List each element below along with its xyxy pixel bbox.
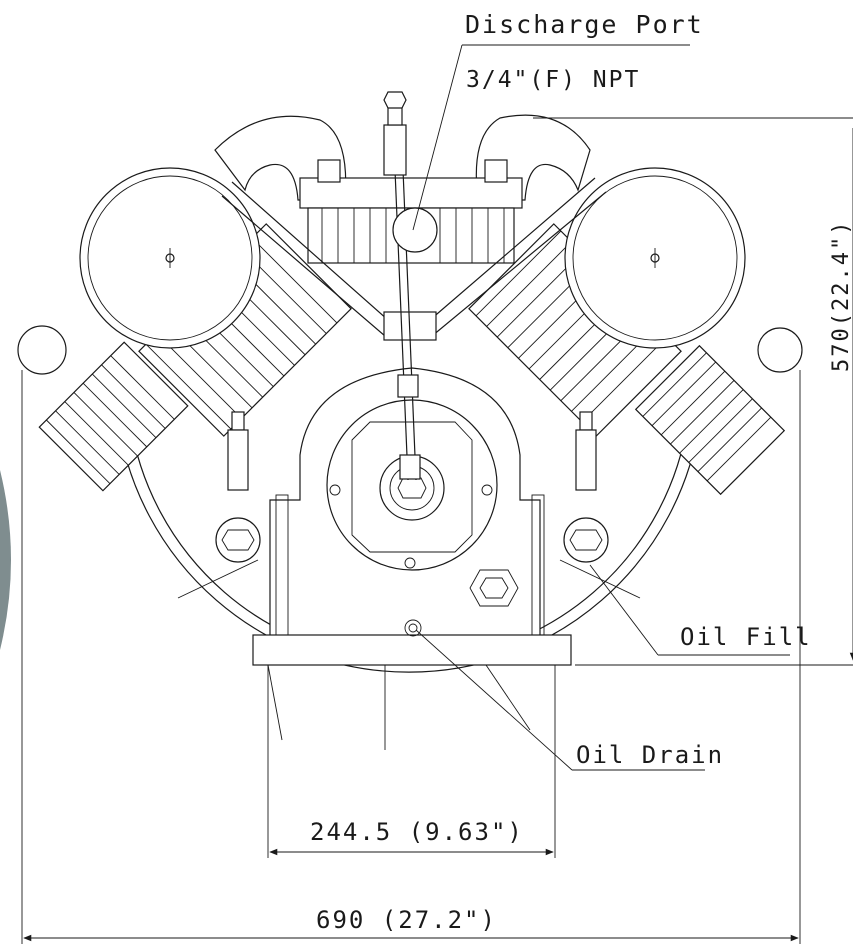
right-end-cap: [757, 327, 803, 373]
right-outer-cylinder: [634, 344, 786, 496]
discharge-size-label: 3/4"(F) NPT: [466, 67, 640, 93]
tank-saddle: [117, 419, 701, 750]
oil-fill-label: Oil Fill: [680, 623, 812, 651]
leader-lines: [412, 44, 790, 771]
base-width-label: 244.5 (9.63"): [310, 818, 524, 846]
crankcase: [252, 367, 572, 666]
left-air-filter: [79, 167, 261, 349]
discharge-tube: [383, 91, 438, 481]
right-air-filter: [564, 167, 746, 349]
left-edge-shade: [0, 470, 11, 650]
overall-width-label: 690 (27.2"): [316, 906, 497, 934]
oil-drain-label: Oil Drain: [576, 741, 724, 769]
height-label: 570(22.4"): [829, 220, 853, 372]
dimension-lines: [21, 117, 853, 944]
left-end-cap: [17, 325, 67, 375]
left-drain-valve: [215, 411, 261, 563]
discharge-port-label: Discharge Port: [465, 10, 704, 39]
left-outer-cylinder: [38, 341, 189, 492]
right-drain-valve: [563, 411, 609, 563]
